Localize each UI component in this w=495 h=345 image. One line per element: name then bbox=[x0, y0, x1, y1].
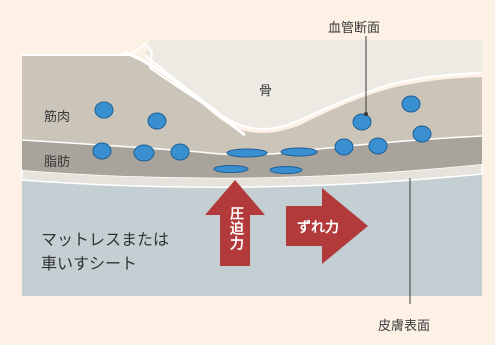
vessel bbox=[92, 142, 112, 160]
shear-arrow bbox=[286, 188, 368, 264]
vessel-section-label: 血管断面 bbox=[328, 21, 381, 36]
mattress-layer bbox=[22, 172, 482, 296]
bone-shape bbox=[145, 40, 482, 129]
vessel bbox=[147, 112, 167, 130]
bone-label: 骨 bbox=[259, 84, 273, 99]
muscle-layer bbox=[22, 55, 482, 155]
vessel bbox=[334, 138, 354, 156]
compressed-vessel bbox=[280, 147, 318, 157]
fat-label: 脂肪 bbox=[44, 155, 71, 170]
vessel bbox=[94, 101, 114, 119]
shear-label: ずれ力 bbox=[297, 220, 339, 236]
mattress-label-line1: マットレスまたは bbox=[41, 230, 170, 249]
compressed-vessel bbox=[226, 148, 268, 158]
vessel bbox=[352, 113, 372, 131]
vessel bbox=[133, 144, 155, 162]
vessel bbox=[412, 125, 432, 143]
skin-surface-label: 皮膚表面 bbox=[378, 319, 431, 334]
fat-vessels bbox=[92, 137, 388, 174]
pressure-label: 圧迫力 bbox=[228, 206, 244, 251]
compressed-vessel bbox=[213, 165, 249, 173]
bone-top-outline bbox=[129, 42, 211, 109]
muscle-vessels bbox=[94, 95, 432, 143]
compressed-vessel bbox=[269, 166, 303, 174]
pressure-arrow bbox=[205, 180, 265, 266]
mattress-label-line2: 車いすシート bbox=[41, 254, 138, 273]
vessel bbox=[368, 137, 388, 155]
muscle-label: 筋肉 bbox=[44, 110, 71, 125]
vessel bbox=[401, 95, 421, 113]
vessel bbox=[170, 143, 190, 161]
